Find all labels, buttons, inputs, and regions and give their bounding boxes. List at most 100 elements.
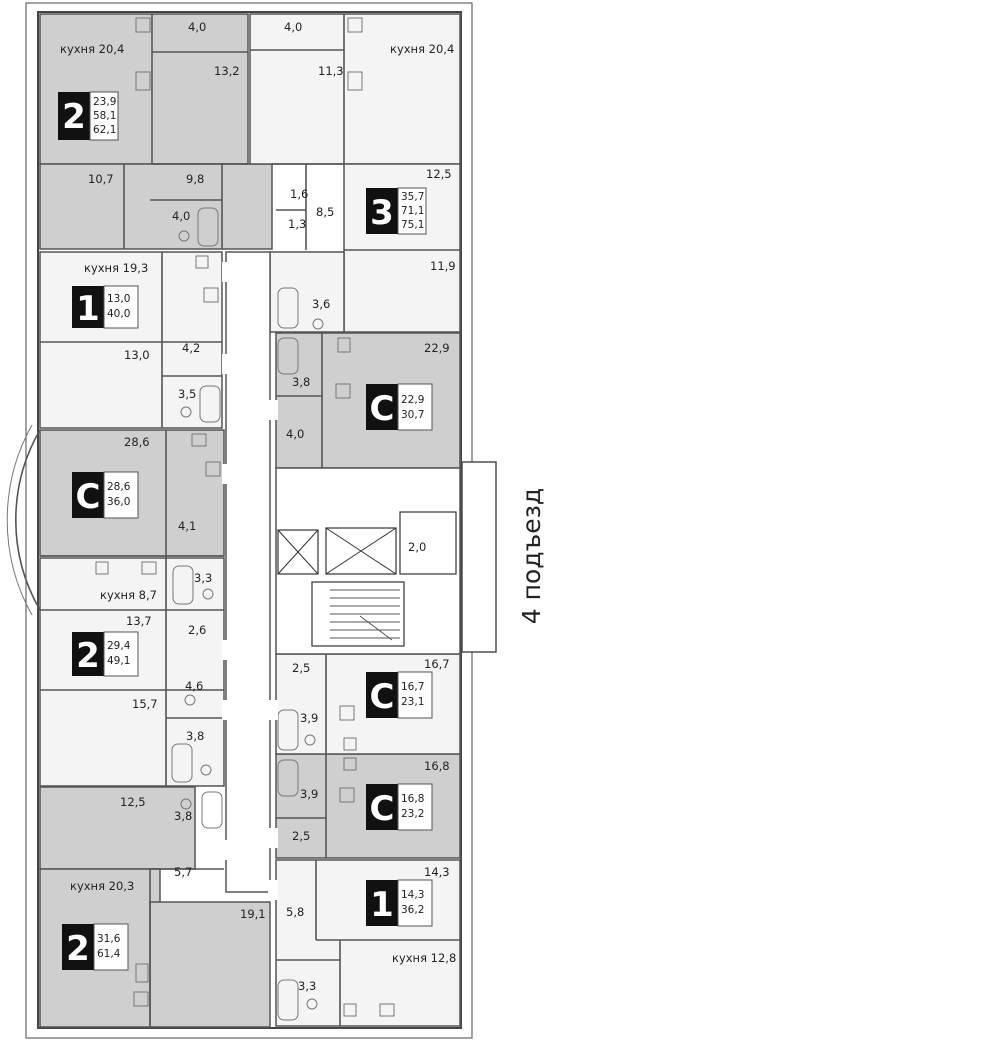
room-label: 13,0 xyxy=(124,348,150,362)
rooms-count: С xyxy=(370,389,395,429)
area-value: 71,1 xyxy=(401,205,424,217)
storage-room xyxy=(399,511,457,575)
room-label: 16,8 xyxy=(424,759,450,773)
room-label: 2,5 xyxy=(292,829,310,843)
area-value: 31,6 xyxy=(97,933,121,945)
room-label: 4,0 xyxy=(188,20,206,34)
room-label: 8,5 xyxy=(316,205,334,219)
room-label: 3,5 xyxy=(178,387,196,401)
area-value: 16,7 xyxy=(401,681,424,693)
apt-3-upper-area xyxy=(249,13,461,165)
room-label: 19,1 xyxy=(240,907,266,921)
area-value: 40,0 xyxy=(107,308,130,320)
rooms-count: 2 xyxy=(76,636,100,676)
room-label: 2,6 xyxy=(188,623,206,637)
area-value: 36,0 xyxy=(107,496,130,508)
room-label: 3,8 xyxy=(186,729,204,743)
room-label: 3,8 xyxy=(292,375,310,389)
room-label: 4,2 xyxy=(182,341,200,355)
apartment-tile: С 16,7 23,1 xyxy=(366,671,433,719)
elevator-core xyxy=(277,511,457,647)
area-value: 16,8 xyxy=(401,793,424,805)
room-walls xyxy=(40,14,460,1027)
rooms-count: 1 xyxy=(76,289,100,329)
apt-3-bath-area xyxy=(269,251,345,333)
rooms-count: С xyxy=(370,677,395,717)
room-label: 4,0 xyxy=(284,20,302,34)
apartment-tile: 2 29,4 49,1 xyxy=(72,631,139,677)
area-value: 28,6 xyxy=(107,481,131,493)
room-label: 11,3 xyxy=(318,64,344,78)
room-label: 10,7 xyxy=(88,172,114,186)
entrance-vestibule xyxy=(461,461,497,653)
area-value: 61,4 xyxy=(97,948,121,960)
apt-2-top-area xyxy=(39,13,249,165)
apt-2-bottom-upper-area xyxy=(39,786,196,870)
room-label: кухня 12,8 xyxy=(392,951,456,965)
doorways xyxy=(222,262,278,900)
room-label: 3,6 xyxy=(312,297,330,311)
area-value: 14,3 xyxy=(401,889,424,901)
room-label: 4,6 xyxy=(185,679,203,693)
area-value: 36,2 xyxy=(401,904,424,916)
apartment-tile: С 16,8 23,2 xyxy=(366,783,433,831)
room-label: кухня 19,3 xyxy=(84,261,148,275)
room-label: 1,6 xyxy=(290,187,308,201)
apartment-tile: С 22,9 30,7 xyxy=(366,383,433,431)
area-value: 58,1 xyxy=(93,110,116,122)
apt-1-upper-area xyxy=(39,251,223,429)
room-label: кухня 20,3 xyxy=(70,879,134,893)
room-label: 15,7 xyxy=(132,697,158,711)
room-label: 28,6 xyxy=(124,435,150,449)
area-value: 35,7 xyxy=(401,191,424,203)
area-value: 49,1 xyxy=(107,655,130,667)
area-value: 23,1 xyxy=(401,696,424,708)
apartment-tile: 1 13,0 40,0 xyxy=(72,285,139,329)
rooms-count: 2 xyxy=(66,929,90,969)
room-labels: кухня 20,4 4,0 4,0 кухня 20,4 13,2 11,3 … xyxy=(60,20,456,993)
corridor xyxy=(225,251,271,893)
kitchen-fixtures xyxy=(95,17,395,1017)
room-label: 2,5 xyxy=(292,661,310,675)
area-value: 29,4 xyxy=(107,640,131,652)
room-label: 13,7 xyxy=(126,614,152,628)
area-value: 23,9 xyxy=(93,96,116,108)
area-value: 23,2 xyxy=(401,808,424,820)
rooms-count: 1 xyxy=(370,885,394,925)
room-label: 1,3 xyxy=(288,217,306,231)
room-label: 5,8 xyxy=(286,905,304,919)
room-label: 2,0 xyxy=(408,540,426,554)
room-label: 16,7 xyxy=(424,657,450,671)
room-label: 13,2 xyxy=(214,64,240,78)
apt-2-bottom-room-area xyxy=(149,901,271,1028)
room-label: 4,1 xyxy=(178,519,196,533)
apartment-tile: 2 31,6 61,4 xyxy=(62,923,129,971)
room-label: 3,3 xyxy=(194,571,212,585)
room-label: 22,9 xyxy=(424,341,450,355)
room-label: 4,0 xyxy=(286,427,304,441)
room-label: 12,5 xyxy=(426,167,452,181)
bay-window-curve xyxy=(14,429,41,611)
room-label: 3,9 xyxy=(300,787,318,801)
rooms-count: 2 xyxy=(62,97,86,137)
room-label: кухня 8,7 xyxy=(100,588,157,602)
apartment-tile: 2 23,9 58,1 62,1 xyxy=(58,91,119,141)
area-value: 75,1 xyxy=(401,219,424,231)
bath-fixtures xyxy=(171,207,324,1021)
apartment-tile: С 28,6 36,0 xyxy=(72,471,139,519)
room-label: 12,5 xyxy=(120,795,146,809)
apartment-tiles: 2 23,9 58,1 62,1 3 35,7 71,1 75,1 1 13,0… xyxy=(58,91,433,971)
room-label: 4,0 xyxy=(172,209,190,223)
area-value: 62,1 xyxy=(93,124,116,136)
room-label: 14,3 xyxy=(424,865,450,879)
bay-window-curve-outer xyxy=(6,424,33,616)
room-label: 9,8 xyxy=(186,172,204,186)
room-label: кухня 20,4 xyxy=(390,42,454,56)
apartment-tile: 1 14,3 36,2 xyxy=(366,879,433,927)
room-label: 11,9 xyxy=(430,259,456,273)
apartment-tile: 3 35,7 71,1 75,1 xyxy=(366,187,427,235)
room-label: 3,3 xyxy=(298,979,316,993)
entrance-label: 4 подъезд xyxy=(517,488,546,624)
